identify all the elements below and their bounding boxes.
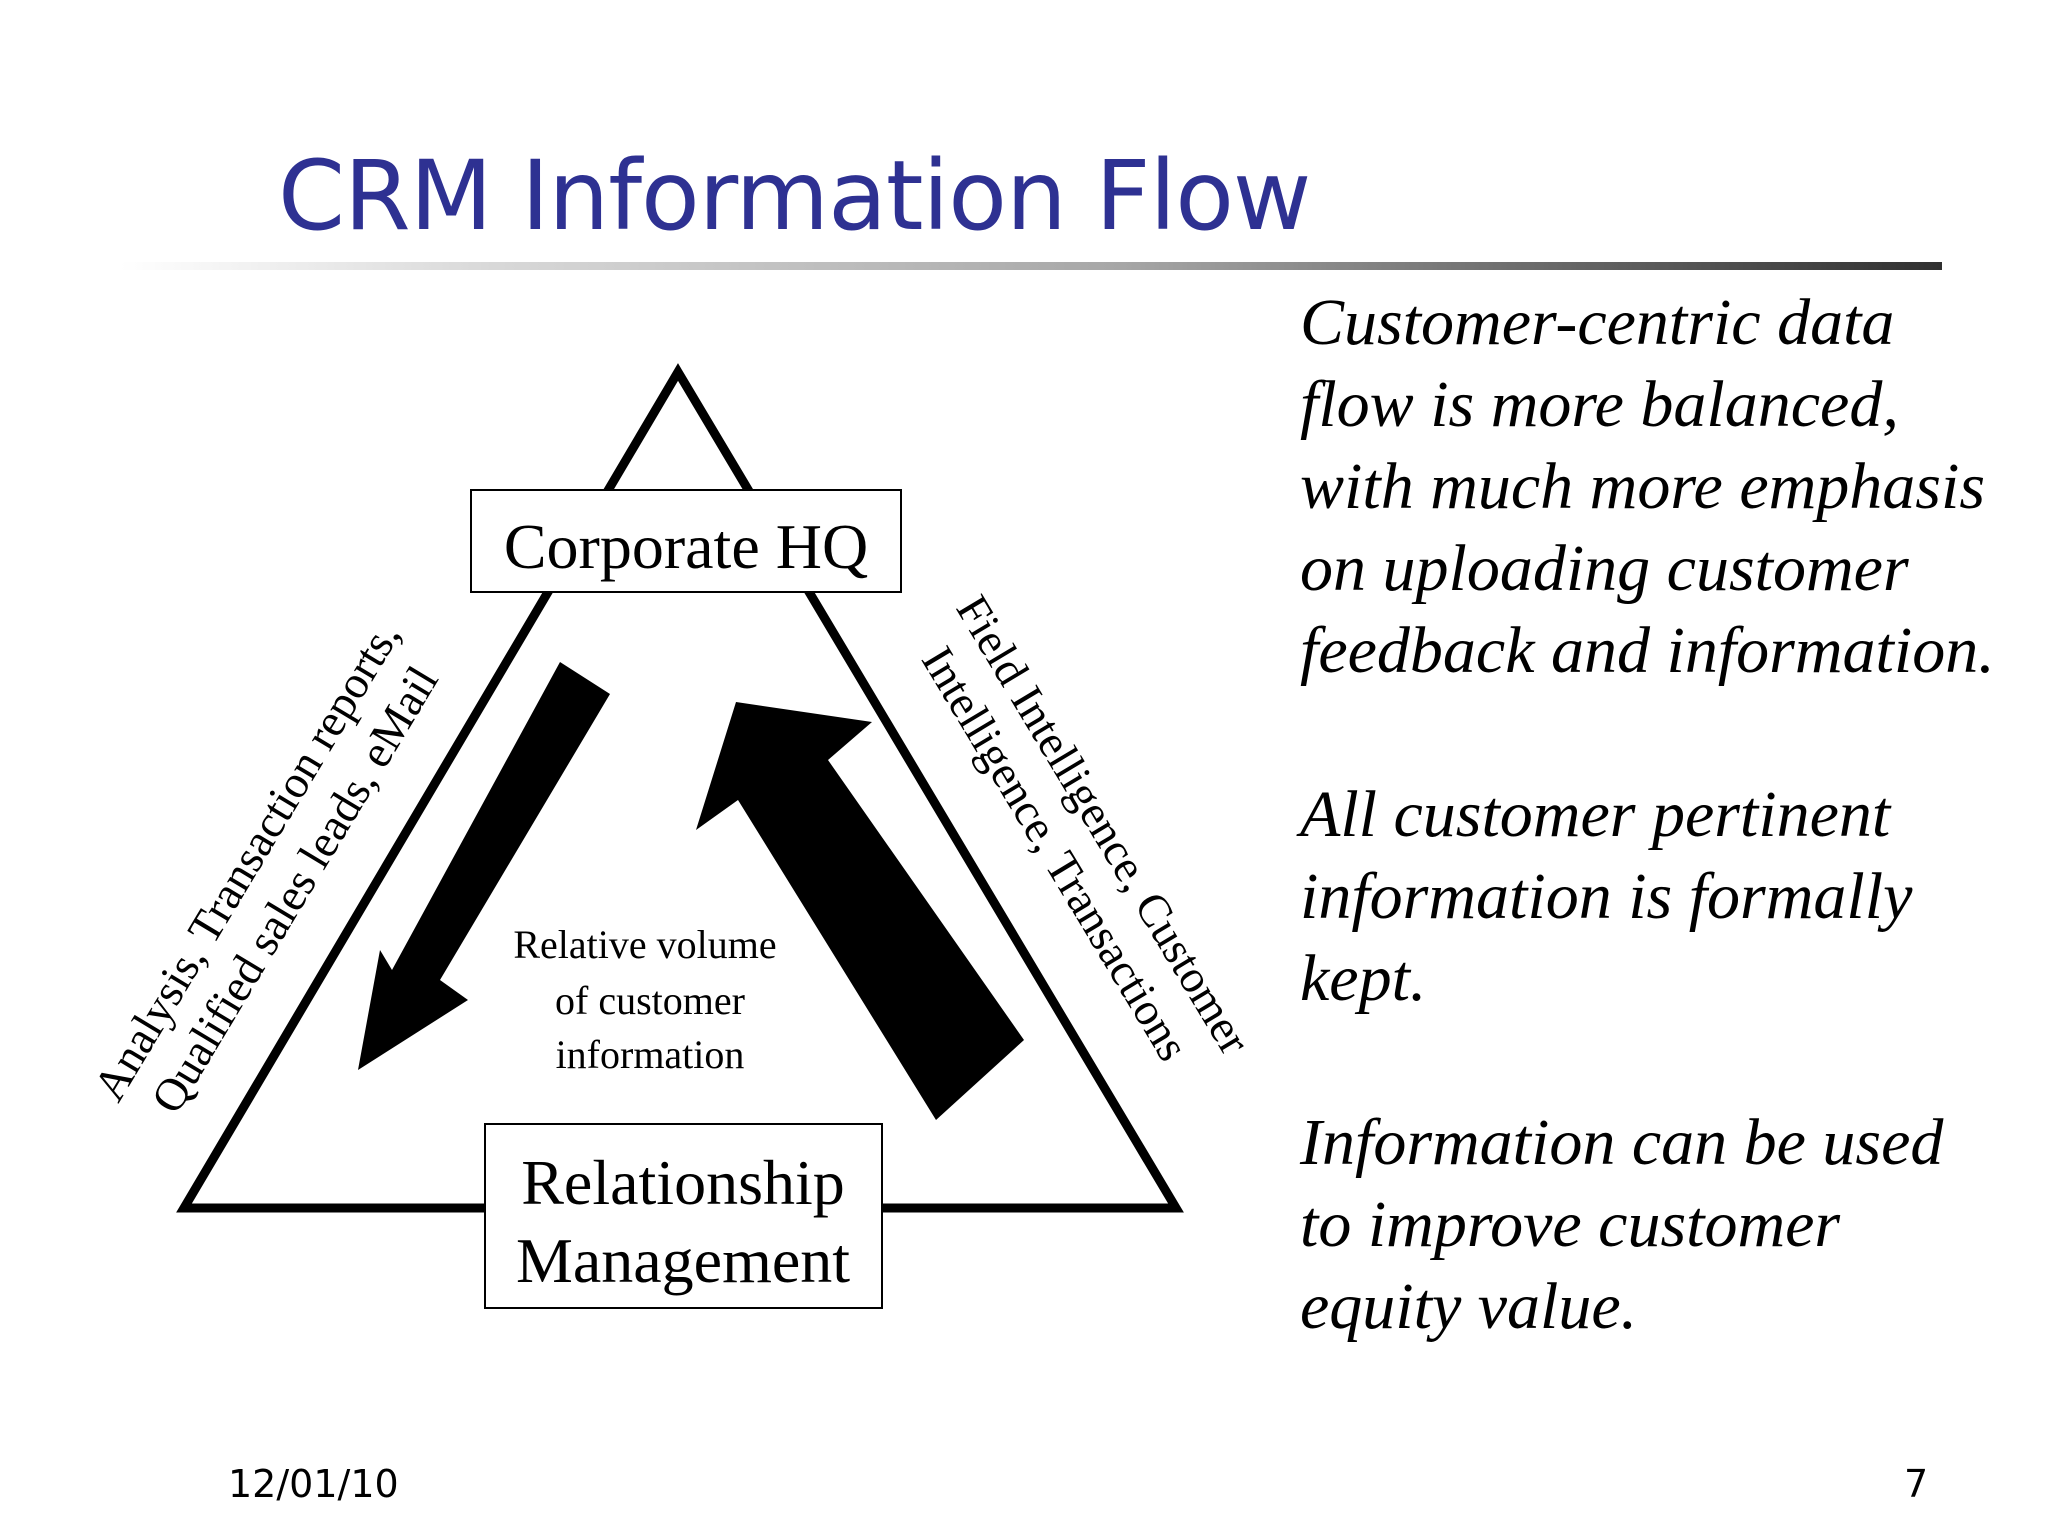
corporate-hq-label: Corporate HQ bbox=[504, 511, 868, 582]
small-down-arrow bbox=[358, 662, 610, 1070]
left-edge-label-line2: Qualified sales leads, eMail bbox=[141, 657, 448, 1121]
slide-title: CRM Information Flow bbox=[278, 140, 1311, 252]
footer-page-number: 7 bbox=[1904, 1462, 1929, 1506]
center-label-line1: Relative volume bbox=[513, 922, 776, 967]
title-divider bbox=[120, 262, 1942, 270]
center-label-line3: information bbox=[556, 1032, 745, 1077]
body-text: Customer-centric data flow is more balan… bbox=[1300, 282, 2000, 1348]
relationship-management-label-line2: Management bbox=[516, 1225, 850, 1296]
left-edge-label-line1: Analysis, Transaction reports, bbox=[83, 612, 410, 1109]
body-paragraph-1: Customer-centric data flow is more balan… bbox=[1300, 286, 1995, 687]
body-paragraph-2: All customer pertinent information is fo… bbox=[1300, 778, 1913, 1015]
large-up-arrow bbox=[696, 702, 1024, 1120]
relationship-management-box bbox=[484, 1123, 883, 1309]
corporate-hq-box bbox=[470, 489, 902, 593]
center-label-line2: of customer bbox=[555, 978, 745, 1023]
right-edge-label-line1: Field Intelligence, Customer bbox=[947, 586, 1261, 1062]
relationship-management-label-line1: Relationship bbox=[521, 1147, 845, 1218]
footer-date: 12/01/10 bbox=[228, 1462, 399, 1506]
body-paragraph-3: Information can be used to improve custo… bbox=[1300, 1106, 1944, 1343]
